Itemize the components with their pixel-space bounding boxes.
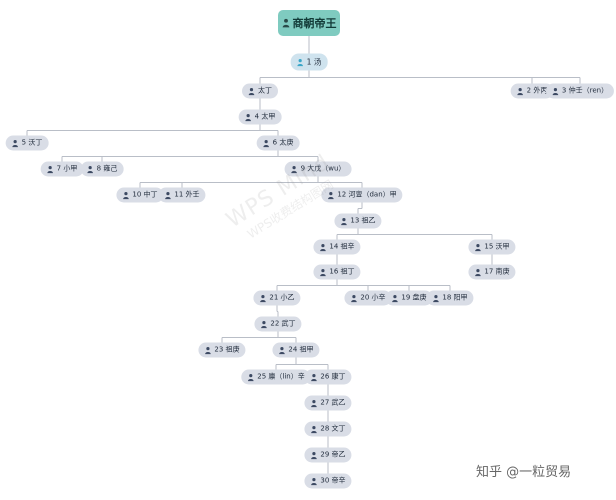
person-icon	[432, 294, 439, 302]
person-icon	[245, 113, 252, 121]
person-icon	[310, 477, 317, 485]
tree-node-28[interactable]: 28 文丁	[304, 421, 352, 437]
node-label: 12 河亶（dan）甲	[337, 190, 397, 199]
source-credit: 知乎 @一粒贸易	[476, 465, 572, 480]
person-icon	[552, 87, 559, 95]
node-label: 5 沃丁	[21, 138, 43, 147]
tree-node-22[interactable]: 22 武丁	[254, 316, 302, 332]
node-label: 15 沃甲	[484, 242, 510, 251]
node-label: 16 祖丁	[329, 267, 355, 276]
node-label: 10 中丁	[132, 190, 158, 199]
person-icon	[259, 294, 266, 302]
node-label: 24 祖甲	[288, 345, 314, 354]
node-label: 22 武丁	[270, 319, 296, 328]
tree-node-27[interactable]: 27 武乙	[304, 395, 352, 411]
tree-node-2[interactable]: 2 外丙	[510, 83, 554, 99]
tree-node-21[interactable]: 21 小乙	[253, 290, 301, 306]
person-icon	[12, 139, 19, 147]
tree-node-18[interactable]: 18 阳甲	[426, 290, 474, 306]
tree-node-29[interactable]: 29 帝乙	[304, 447, 352, 463]
tree-node-12[interactable]: 12 河亶（dan）甲	[321, 187, 403, 203]
person-icon	[297, 58, 304, 66]
tree-node-25[interactable]: 25 廪（lin）辛	[241, 369, 311, 385]
tree-node-11[interactable]: 11 外壬	[158, 187, 206, 203]
tree-node-4[interactable]: 4 太甲	[238, 109, 282, 125]
person-icon	[247, 373, 254, 381]
node-label: 11 外壬	[174, 190, 200, 199]
person-icon	[474, 243, 481, 251]
person-icon	[327, 191, 334, 199]
tree-node-30[interactable]: 30 帝辛	[304, 473, 352, 489]
person-icon	[319, 268, 326, 276]
person-icon	[164, 191, 171, 199]
tree-node-3[interactable]: 3 仲壬（ren）	[545, 83, 615, 99]
person-icon	[87, 165, 94, 173]
tree-node-19[interactable]: 19 盘庚	[385, 290, 433, 306]
person-icon	[517, 87, 524, 95]
node-label: 26 康丁	[320, 372, 346, 381]
node-label: 30 帝辛	[320, 476, 346, 485]
node-label: 3 仲壬（ren）	[561, 86, 609, 95]
node-label: 14 祖辛	[329, 242, 355, 251]
node-label: 19 盘庚	[401, 293, 427, 302]
tree-node-6[interactable]: 6 太庚	[256, 135, 300, 151]
tree-node-16[interactable]: 16 祖丁	[313, 264, 361, 280]
tree-node-1[interactable]: 1 汤	[290, 53, 328, 71]
person-icon	[282, 18, 290, 28]
person-icon	[263, 139, 270, 147]
root-label: 商朝帝王	[292, 17, 337, 30]
node-label: 6 太庚	[272, 138, 294, 147]
person-icon	[310, 451, 317, 459]
person-icon	[340, 217, 347, 225]
tree-node-7[interactable]: 7 小甲	[40, 161, 84, 177]
person-icon	[391, 294, 398, 302]
node-label: 2 外丙	[526, 86, 548, 95]
node-label: 9 大戊（wu）	[300, 164, 346, 173]
person-icon	[291, 165, 298, 173]
node-label: 13 祖乙	[350, 216, 376, 225]
person-icon	[278, 346, 285, 354]
tree-node-26[interactable]: 26 康丁	[304, 369, 352, 385]
person-icon	[310, 425, 317, 433]
person-icon	[122, 191, 129, 199]
node-label: 27 武乙	[320, 398, 346, 407]
person-icon	[47, 165, 54, 173]
node-label: 8 雍己	[96, 164, 118, 173]
tree-node-17[interactable]: 17 南庚	[468, 264, 516, 280]
tree-node-15[interactable]: 15 沃甲	[468, 239, 516, 255]
person-icon	[248, 87, 255, 95]
node-label: 17 南庚	[484, 267, 510, 276]
node-label: 29 帝乙	[320, 450, 346, 459]
tree-node-13[interactable]: 13 祖乙	[334, 213, 382, 229]
person-icon	[310, 399, 317, 407]
node-label: 23 祖庚	[214, 345, 240, 354]
tree-node-23[interactable]: 23 祖庚	[198, 342, 246, 358]
node-label: 7 小甲	[56, 164, 78, 173]
tree-node-24[interactable]: 24 祖甲	[272, 342, 320, 358]
tree-node-8[interactable]: 8 雍己	[80, 161, 124, 177]
node-label: 25 廪（lin）辛	[257, 372, 305, 381]
node-label: 1 汤	[306, 57, 322, 67]
person-icon	[350, 294, 357, 302]
tree-node-taidig[interactable]: 太丁	[242, 83, 278, 99]
node-label: 4 太甲	[254, 112, 276, 121]
root-node[interactable]: 商朝帝王	[278, 10, 340, 36]
tree-node-5[interactable]: 5 沃丁	[5, 135, 49, 151]
tree-node-20[interactable]: 20 小辛	[344, 290, 392, 306]
node-label: 太丁	[258, 86, 272, 95]
tree-node-14[interactable]: 14 祖辛	[313, 239, 361, 255]
person-icon	[204, 346, 211, 354]
person-icon	[310, 373, 317, 381]
node-label: 28 文丁	[320, 424, 346, 433]
node-label: 18 阳甲	[442, 293, 468, 302]
person-icon	[474, 268, 481, 276]
person-icon	[260, 320, 267, 328]
person-icon	[319, 243, 326, 251]
tree-node-10[interactable]: 10 中丁	[116, 187, 164, 203]
node-label: 20 小辛	[360, 293, 386, 302]
node-label: 21 小乙	[269, 293, 295, 302]
tree-node-9[interactable]: 9 大戊（wu）	[284, 161, 352, 177]
